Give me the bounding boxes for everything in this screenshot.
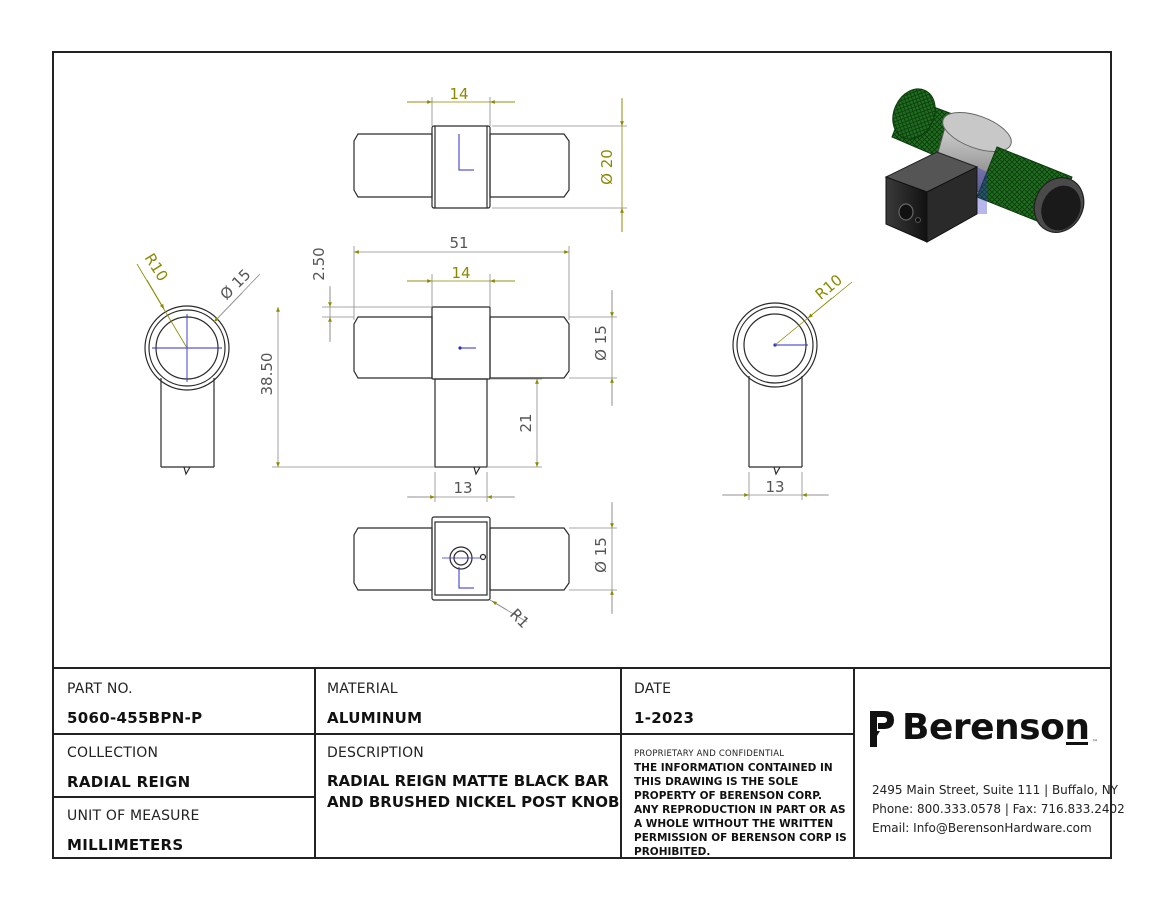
front-view <box>353 306 570 476</box>
right-view-dimensions <box>722 281 853 500</box>
description-value: RADIAL REIGN MATTE BLACK BAR AND BRUSHED… <box>327 772 620 811</box>
berenson-logo: Berenson ™ <box>866 707 1106 757</box>
trademark: ™ <box>1092 739 1098 746</box>
dim-front-post-height: 21 <box>517 413 535 432</box>
date-label: DATE <box>634 681 672 697</box>
proprietary-text: THE INFORMATION CONTAINED IN THIS DRAWIN… <box>634 762 847 858</box>
bottom-view-dimensions <box>489 502 617 623</box>
material-label: MATERIAL <box>327 681 398 697</box>
dim-front-diameter: Ø 15 <box>592 325 610 361</box>
dim-bottom-radius: R1 <box>506 605 533 632</box>
drawing-sheet: 14 Ø 20 <box>52 51 1125 859</box>
dim-front-height: 38.50 <box>258 353 276 396</box>
isometric-render <box>884 88 1085 243</box>
technical-drawing: 14 Ø 20 <box>136 85 1085 632</box>
company-phone: Phone: 800.333.0578 | Fax: 716.833.2402 <box>872 802 1125 816</box>
part-no-value: 5060-455BPN-P <box>67 709 203 727</box>
right-side-view <box>732 302 818 476</box>
title-block: PART NO. 5060-455BPN-P MATERIAL ALUMINUM… <box>54 667 1125 859</box>
bottom-view <box>353 516 570 601</box>
front-view-dimensions <box>272 246 617 502</box>
dim-right-radius: R10 <box>812 271 846 304</box>
dim-top-diameter: Ø 20 <box>598 149 616 185</box>
part-no-label: PART NO. <box>67 681 133 697</box>
dim-right-post-width: 13 <box>765 478 784 496</box>
company-address: 2495 Main Street, Suite 111 | Buffalo, N… <box>872 783 1119 797</box>
top-view-dimensions <box>407 97 627 232</box>
dim-left-diameter: Ø 15 <box>216 265 254 303</box>
collection-label: COLLECTION <box>67 745 159 761</box>
dim-front-overall: 51 <box>449 234 468 252</box>
dim-front-offset: 2.50 <box>310 247 328 280</box>
dim-front-post-width: 13 <box>453 479 472 497</box>
left-side-view <box>144 305 230 476</box>
left-view-dimensions <box>136 263 261 349</box>
unit-label: UNIT OF MEASURE <box>67 808 200 824</box>
dim-top-width: 14 <box>449 85 468 103</box>
material-value: ALUMINUM <box>327 709 423 727</box>
date-value: 1-2023 <box>634 709 695 727</box>
dim-front-width: 14 <box>451 264 470 282</box>
description-label: DESCRIPTION <box>327 745 424 761</box>
brand-name: Berenson <box>902 707 1090 748</box>
dim-left-radius: R10 <box>141 250 172 285</box>
company-email: Email: Info@BerensonHardware.com <box>872 821 1092 835</box>
proprietary-heading: PROPRIETARY AND CONFIDENTIAL <box>634 749 785 759</box>
dim-bottom-diameter: Ø 15 <box>592 537 610 573</box>
collection-value: RADIAL REIGN <box>67 773 191 791</box>
unit-value: MILLIMETERS <box>67 836 184 854</box>
top-view <box>353 125 570 209</box>
berenson-mark-icon <box>870 711 894 747</box>
